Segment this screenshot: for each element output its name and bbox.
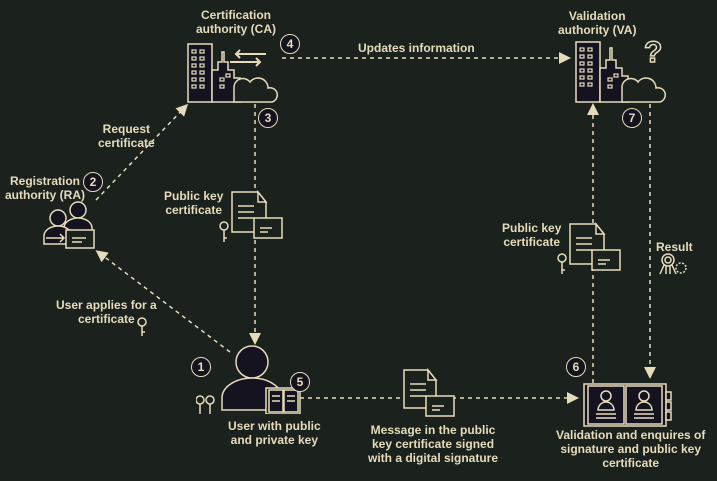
building-cloud-icon [187,43,278,103]
va-label-line1: Validation [568,9,626,23]
validation-label-line2: signature and public key [560,442,702,456]
message-line3: with a digital signature [368,451,499,465]
user-label-line2: and private key [230,433,319,447]
user-applies-line2: certificate [78,312,135,326]
pk-left-line2: certificate [165,203,223,217]
pk-left-line1: Public key [164,189,224,203]
user-book-keys-icon [196,345,301,414]
signed-message-certificate-icon [403,368,455,417]
step-7-badge: 7 [622,108,642,128]
request-certificate-label: Request certificate [98,122,155,150]
step-3-badge: 3 [258,108,278,128]
certificate-key-icon [557,222,621,274]
ca-label-line2: authority (CA) [196,22,276,36]
ra-label-line2: authority (RA) [5,188,85,202]
user-applies-line1: User applies for a [56,298,157,312]
building-cloud-question-icon: ? [575,38,666,103]
message-line1: Message in the public [370,423,496,437]
ra-label: Registration authority (RA) [5,174,85,202]
request-line1: Request [102,122,151,136]
request-line2: certificate [98,136,155,150]
message-line2: key certificate signed [371,437,495,451]
step-5-badge: 5 [290,372,310,392]
pk-right-line1: Public key [502,221,562,235]
step-2-badge: 2 [83,172,103,192]
pk-right-line2: certificate [503,235,561,249]
exchange-arrows-icon [230,49,266,67]
arrow-ra-to-ca [95,103,189,201]
ra-label-line1: Registration [9,174,80,188]
updates-information-label: Updates information [358,41,475,55]
public-key-certificate-label-right: Public key certificate [502,221,561,249]
va-label: Validation authority (VA) [558,9,636,37]
question-mark-icon: ? [644,38,662,69]
public-key-certificate-label-left: Public key certificate [164,189,223,217]
validation-label: Validation and enquires of signature and… [556,428,705,470]
arrow-user-to-ra [95,250,231,353]
award-ribbon-gear-icon [659,253,687,275]
step-6-badge: 6 [566,357,586,377]
ca-label: Certification authority (CA) [196,8,276,36]
result-label: Result [656,240,693,254]
ca-label-line1: Certification [200,8,271,22]
certificate-key-icon [219,190,283,242]
user-label: User with public and private key [228,419,321,447]
people-computer-icon [43,201,95,249]
keys-icon [196,395,215,414]
step-1-badge: 1 [191,357,211,377]
va-label-line2: authority (VA) [558,23,637,37]
message-label: Message in the public key certificate si… [368,423,498,465]
validation-label-line1: Validation and enquires of [556,428,706,442]
step-4-badge: 4 [280,34,300,54]
user-label-line1: User with public [228,419,321,433]
key-icon [137,317,147,336]
open-book-profiles-icon [583,383,672,427]
validation-label-line3: certificate [602,456,660,470]
user-applies-label: User applies for a certificate [56,298,157,326]
